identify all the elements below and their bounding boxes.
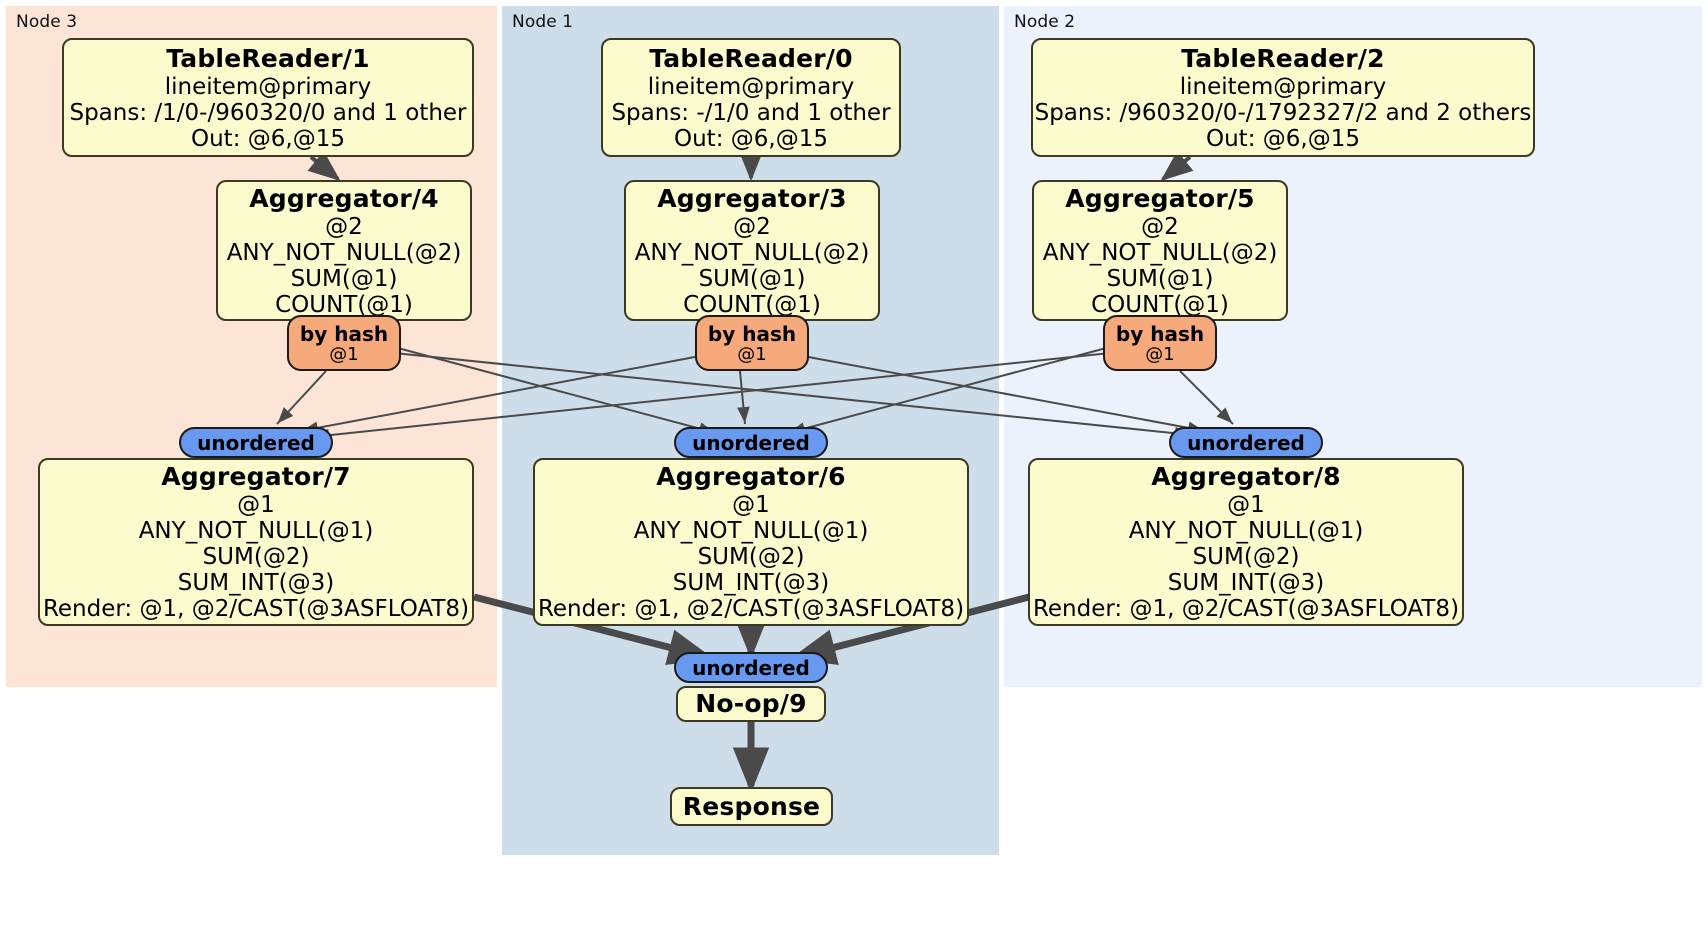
processor-tablereader-2[interactable]: TableReader/2 lineitem@primary Spans: /9… <box>1031 38 1535 157</box>
synchronizer-unordered-left[interactable]: unordered <box>179 427 333 458</box>
processor-aggregator-5[interactable]: Aggregator/5 @2 ANY_NOT_NULL(@2) SUM(@1)… <box>1032 180 1288 321</box>
processor-line: SUM_INT(@3) <box>672 570 830 596</box>
processor-noop-9[interactable]: No-op/9 <box>676 686 826 722</box>
panel-node-2-label: Node 2 <box>1014 12 1076 32</box>
processor-aggregator-4[interactable]: Aggregator/4 @2 ANY_NOT_NULL(@2) SUM(@1)… <box>216 180 472 321</box>
processor-line: Spans: /1/0-/960320/0 and 1 other <box>69 99 467 126</box>
processor-aggregator-6[interactable]: Aggregator/6 @1 ANY_NOT_NULL(@1) SUM(@2)… <box>533 458 969 626</box>
processor-title: TableReader/1 <box>166 43 370 73</box>
router-by-hash-right[interactable]: by hash @1 <box>1103 315 1217 371</box>
synchronizer-label: unordered <box>692 655 810 680</box>
router-label: by hash <box>707 321 797 346</box>
processor-line: SUM(@2) <box>1192 544 1300 570</box>
router-by-hash-mid[interactable]: by hash @1 <box>695 315 809 371</box>
router-label: by hash <box>299 321 389 346</box>
processor-line: COUNT(@1) <box>275 291 413 318</box>
processor-line: @2 <box>733 213 771 240</box>
processor-line: Out: @6,@15 <box>1206 125 1360 152</box>
processor-title: Aggregator/8 <box>1151 462 1341 491</box>
processor-line: COUNT(@1) <box>1091 291 1229 318</box>
processor-line: ANY_NOT_NULL(@2) <box>634 239 870 266</box>
processor-line: ANY_NOT_NULL(@1) <box>633 518 869 544</box>
router-column: @1 <box>329 343 359 365</box>
processor-line: @1 <box>237 492 275 518</box>
processor-title: No-op/9 <box>695 689 807 718</box>
processor-line: Render: @1, @2/CAST(@3ASFLOAT8) <box>537 596 965 622</box>
processor-line: @2 <box>1141 213 1179 240</box>
processor-title: TableReader/0 <box>649 43 853 73</box>
processor-tablereader-1[interactable]: TableReader/1 lineitem@primary Spans: /1… <box>62 38 474 157</box>
processor-line: @1 <box>1227 492 1265 518</box>
processor-title: Aggregator/5 <box>1065 183 1255 213</box>
router-by-hash-left[interactable]: by hash @1 <box>287 315 401 371</box>
panel-node-1-label: Node 1 <box>512 12 574 32</box>
synchronizer-label: unordered <box>692 430 810 455</box>
processor-title: Aggregator/4 <box>249 183 439 213</box>
synchronizer-unordered-mid[interactable]: unordered <box>674 427 828 458</box>
processor-aggregator-8[interactable]: Aggregator/8 @1 ANY_NOT_NULL(@1) SUM(@2)… <box>1028 458 1464 626</box>
processor-line: SUM(@2) <box>697 544 805 570</box>
synchronizer-unordered-final[interactable]: unordered <box>674 652 828 683</box>
processor-title: Aggregator/3 <box>657 183 847 213</box>
panel-node-3-label: Node 3 <box>16 12 78 32</box>
processor-line: lineitem@primary <box>647 73 855 100</box>
processor-line: Spans: /960320/0-/1792327/2 and 2 others <box>1034 99 1532 126</box>
processor-line: @1 <box>732 492 770 518</box>
processor-line: SUM_INT(@3) <box>177 570 335 596</box>
processor-line: Out: @6,@15 <box>674 125 828 152</box>
router-label: by hash <box>1115 321 1205 346</box>
processor-title: Aggregator/6 <box>656 462 846 491</box>
processor-line: Spans: -/1/0 and 1 other <box>611 99 891 126</box>
processor-line: SUM(@1) <box>698 265 806 292</box>
processor-line: SUM(@1) <box>1106 265 1214 292</box>
processor-tablereader-0[interactable]: TableReader/0 lineitem@primary Spans: -/… <box>601 38 901 157</box>
processor-line: COUNT(@1) <box>683 291 821 318</box>
processor-title: Response <box>682 791 821 821</box>
processor-line: ANY_NOT_NULL(@1) <box>1128 518 1364 544</box>
processor-line: lineitem@primary <box>1179 73 1387 100</box>
processor-line: SUM_INT(@3) <box>1167 570 1325 596</box>
processor-line: SUM(@2) <box>202 544 310 570</box>
processor-line: lineitem@primary <box>164 73 372 100</box>
processor-line: SUM(@1) <box>290 265 398 292</box>
processor-line: Render: @1, @2/CAST(@3ASFLOAT8) <box>1032 596 1460 622</box>
processor-line: Render: @1, @2/CAST(@3ASFLOAT8) <box>42 596 470 622</box>
router-column: @1 <box>1145 343 1175 365</box>
processor-line: ANY_NOT_NULL(@1) <box>138 518 374 544</box>
synchronizer-unordered-right[interactable]: unordered <box>1169 427 1323 458</box>
processor-line: Out: @6,@15 <box>191 125 345 152</box>
synchronizer-label: unordered <box>197 430 315 455</box>
processor-response[interactable]: Response <box>670 787 833 826</box>
processor-line: ANY_NOT_NULL(@2) <box>1042 239 1278 266</box>
synchronizer-label: unordered <box>1187 430 1305 455</box>
processor-title: TableReader/2 <box>1181 43 1385 73</box>
processor-aggregator-7[interactable]: Aggregator/7 @1 ANY_NOT_NULL(@1) SUM(@2)… <box>38 458 474 626</box>
processor-aggregator-3[interactable]: Aggregator/3 @2 ANY_NOT_NULL(@2) SUM(@1)… <box>624 180 880 321</box>
processor-line: ANY_NOT_NULL(@2) <box>226 239 462 266</box>
router-column: @1 <box>737 343 767 365</box>
processor-title: Aggregator/7 <box>161 462 351 491</box>
processor-line: @2 <box>325 213 363 240</box>
